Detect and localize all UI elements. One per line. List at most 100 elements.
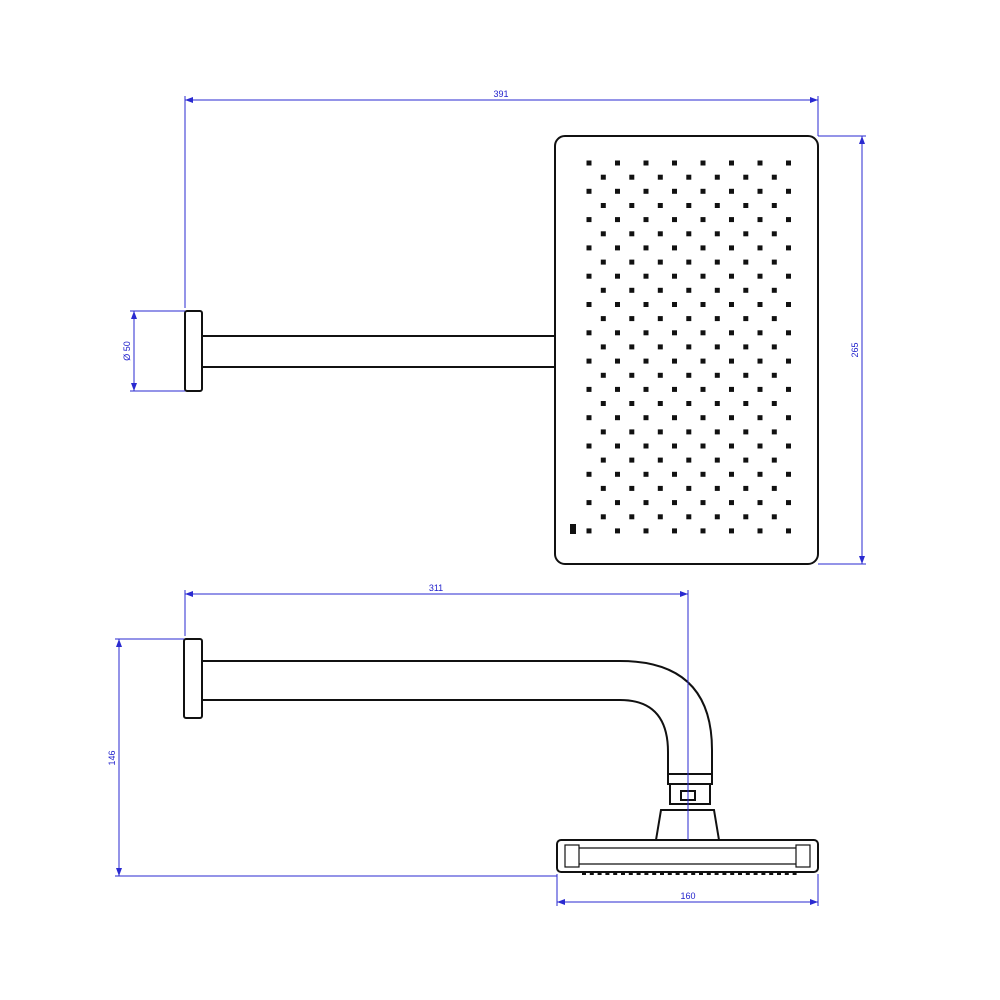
nozzle-tooth [652, 871, 657, 875]
nozzle [700, 188, 706, 194]
nozzle [586, 386, 592, 392]
nozzle [586, 160, 592, 166]
nozzle [700, 217, 706, 223]
nozzle [714, 174, 720, 180]
nozzle [672, 302, 677, 307]
shower-head-inner-left [564, 844, 580, 868]
nozzle [729, 273, 734, 279]
dimension-label-flange: Ø 50 [122, 341, 132, 361]
nozzle [757, 217, 763, 223]
nozzle [757, 330, 763, 336]
nozzle [714, 316, 720, 322]
nozzle [686, 231, 692, 237]
nozzle [757, 386, 763, 392]
nozzle-tooth [706, 871, 711, 875]
nozzle-tooth [691, 871, 696, 875]
nozzle [714, 259, 720, 265]
nozzle [743, 429, 749, 435]
nozzle [600, 316, 606, 322]
nozzle [771, 457, 777, 463]
nozzle-tooth [675, 871, 680, 875]
nozzle [686, 372, 692, 378]
nozzle [786, 273, 791, 279]
dimension-label-160: 160 [680, 891, 695, 901]
nozzle [729, 443, 734, 449]
nozzle [786, 500, 791, 506]
nozzle [586, 188, 592, 194]
nozzle [686, 316, 692, 322]
nozzle [729, 160, 734, 166]
nozzle-tooth [628, 871, 633, 875]
nozzle [600, 174, 606, 180]
nozzle [600, 344, 606, 350]
nozzle [786, 330, 791, 336]
nozzle [672, 160, 677, 166]
nozzle-tooth [589, 871, 594, 875]
nozzle-tooth [722, 871, 727, 875]
nozzle [714, 287, 720, 293]
nozzle [714, 372, 720, 378]
nozzle [586, 302, 592, 307]
nozzle-tooth [605, 871, 610, 875]
nozzle [700, 160, 706, 166]
nozzle [629, 457, 635, 463]
nozzle [600, 457, 606, 463]
nozzle [629, 344, 635, 350]
nozzle [714, 514, 720, 520]
nozzle [771, 372, 777, 378]
nozzle [757, 160, 763, 166]
nozzle [686, 485, 692, 491]
nozzle [700, 415, 706, 421]
nozzle [657, 316, 663, 322]
nozzle [586, 358, 592, 364]
nozzle [786, 528, 791, 534]
shower-head-side [556, 839, 819, 873]
brand-mark [570, 524, 576, 534]
nozzle [743, 287, 749, 293]
nozzle [615, 500, 620, 506]
nozzle [729, 358, 734, 364]
nozzle [786, 188, 791, 194]
nozzle [686, 401, 692, 406]
nozzle-tooth [683, 871, 688, 875]
nozzle [615, 330, 620, 336]
nozzle [786, 245, 791, 251]
nozzle [629, 372, 635, 378]
nozzle [586, 443, 592, 449]
nozzle [729, 188, 734, 194]
nozzle [600, 287, 606, 293]
nozzle [743, 174, 749, 180]
nozzle [657, 514, 663, 520]
nozzle [771, 344, 777, 350]
nozzle-tooth [582, 871, 586, 875]
nozzle [672, 500, 677, 506]
nozzle-tooth [714, 871, 719, 875]
nozzle [700, 330, 706, 336]
nozzle [586, 415, 592, 421]
nozzle [600, 372, 606, 378]
nozzle [657, 372, 663, 378]
nozzle [657, 287, 663, 293]
nozzle [672, 471, 677, 477]
dimension-head-height: 265 [818, 135, 866, 565]
nozzle [771, 514, 777, 520]
nozzle [615, 415, 620, 421]
nozzle [657, 231, 663, 237]
side-view [183, 638, 819, 875]
nozzle [757, 415, 763, 421]
nozzle [657, 203, 663, 208]
nozzle [615, 528, 620, 534]
nozzle [643, 386, 649, 392]
nozzle [643, 358, 649, 364]
nozzle [757, 273, 763, 279]
nozzle [700, 358, 706, 364]
nozzle [757, 443, 763, 449]
nozzle [643, 471, 649, 477]
nozzle [686, 429, 692, 435]
nozzle [771, 259, 777, 265]
nozzle [629, 259, 635, 265]
dimension-flange-diameter: Ø 50 [122, 310, 185, 392]
wall-flange-side [183, 638, 203, 719]
dimension-drop-height: 146 [107, 638, 557, 877]
nozzle [686, 457, 692, 463]
